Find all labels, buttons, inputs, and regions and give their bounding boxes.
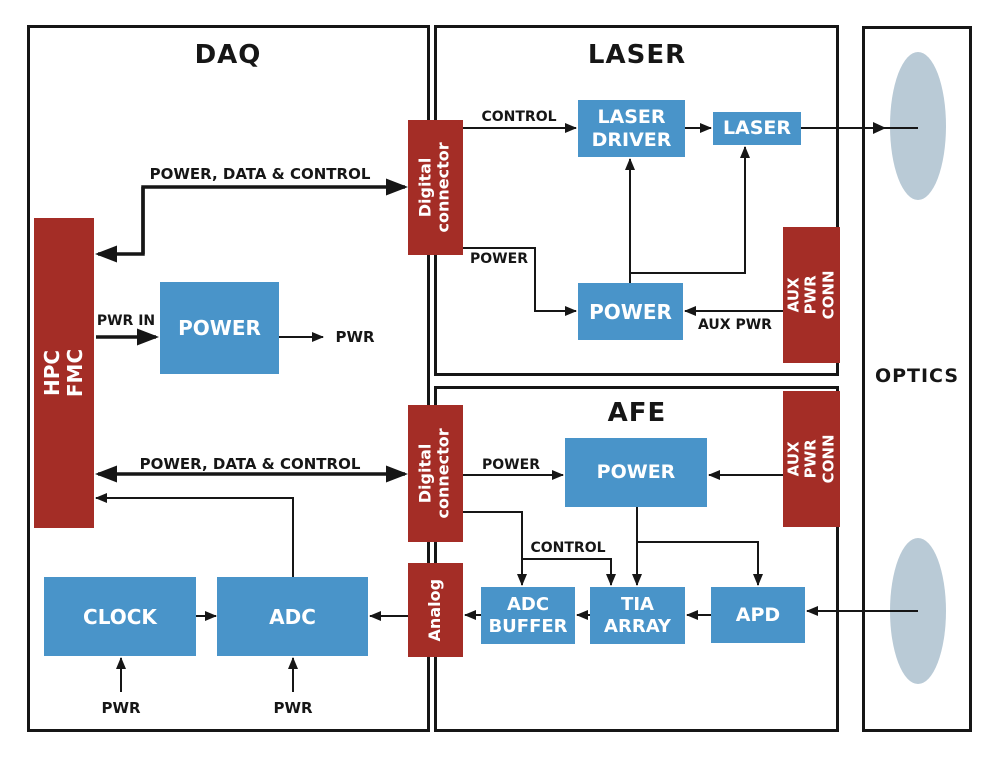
laser-power-block: POWER xyxy=(578,283,683,340)
laser-block: LASER xyxy=(713,112,801,145)
adc-buffer-block: ADC BUFFER xyxy=(481,587,575,644)
label-pwr-adc: PWR xyxy=(273,699,313,717)
afe-title: AFE xyxy=(607,398,667,428)
laser-title: LASER xyxy=(587,40,687,70)
label-pwr-clock: PWR xyxy=(101,699,141,717)
label-control-afe: CONTROL xyxy=(530,540,606,556)
analog-connector-block: Analog xyxy=(408,563,463,657)
lens-ellipse-top xyxy=(890,52,946,200)
aux-pwr-conn-afe-block: AUX PWR CONN xyxy=(783,391,840,527)
lens-ellipse-bottom xyxy=(890,538,946,684)
adc-block: ADC xyxy=(217,577,368,656)
tia-array-block: TIA ARRAY xyxy=(590,587,685,644)
daq-power-block: POWER xyxy=(160,282,279,374)
label-pdc-bottom: POWER, DATA & CONTROL xyxy=(139,455,361,473)
clock-block: CLOCK xyxy=(44,577,196,656)
analog-connector-label: Analog xyxy=(425,578,445,642)
label-power-laser: POWER xyxy=(470,251,528,267)
label-aux-pwr: AUX PWR xyxy=(698,317,772,333)
label-control-laser: CONTROL xyxy=(481,109,557,125)
daq-title: DAQ xyxy=(194,40,262,70)
laser-driver-block: LASER DRIVER xyxy=(578,100,685,157)
digital-connector-afe-label: Digital connector xyxy=(416,428,454,519)
label-pdc-top: POWER, DATA & CONTROL xyxy=(149,165,371,183)
digital-connector-laser-block: Digital connector xyxy=(408,120,463,255)
aux-pwr-conn-afe-label: AUX PWR CONN xyxy=(784,434,838,484)
hpc-fmc-block: HPC FMC xyxy=(34,218,94,528)
label-pwr-in: PWR IN xyxy=(96,313,156,329)
label-pwr-out: PWR xyxy=(335,328,375,346)
hpc-fmc-label: HPC FMC xyxy=(40,348,87,398)
aux-pwr-conn-laser-block: AUX PWR CONN xyxy=(783,227,840,363)
apd-block: APD xyxy=(711,587,805,643)
afe-power-block: POWER xyxy=(565,438,707,507)
aux-pwr-conn-laser-label: AUX PWR CONN xyxy=(784,270,838,320)
digital-connector-laser-label: Digital connector xyxy=(416,142,454,233)
label-power-afe: POWER xyxy=(482,457,540,473)
digital-connector-afe-block: Digital connector xyxy=(408,405,463,542)
optics-title: OPTICS xyxy=(874,365,960,387)
